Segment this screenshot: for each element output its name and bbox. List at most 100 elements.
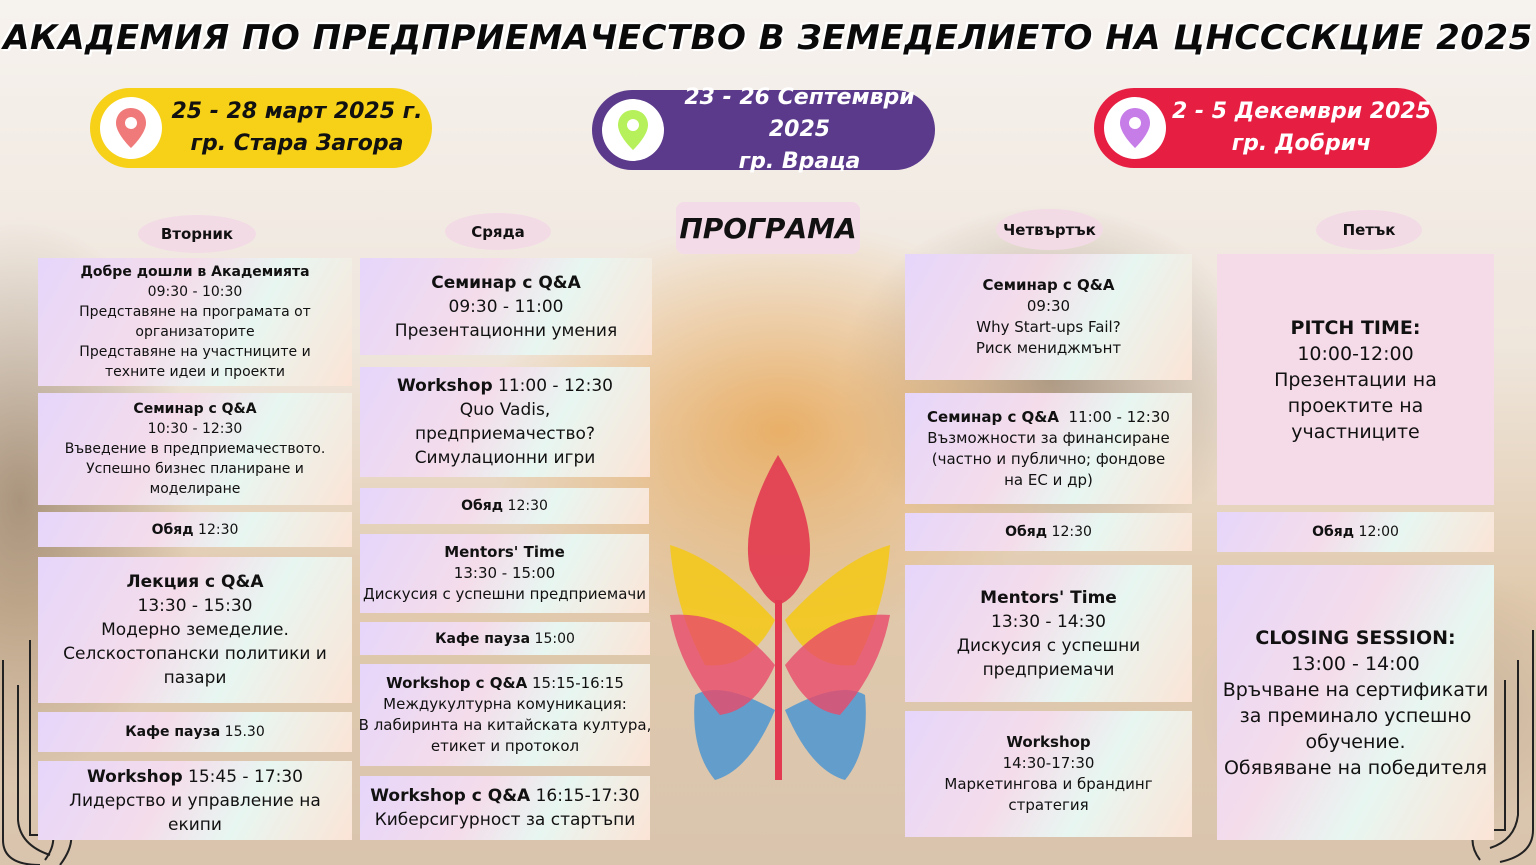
session-text: предприемачи bbox=[982, 659, 1115, 680]
session-title: Лекция с Q&A bbox=[126, 572, 264, 592]
session-text: Представяне на участниците и bbox=[79, 344, 311, 360]
session-line: Маркетингова и брандинг bbox=[944, 774, 1152, 795]
session-line: CLOSING SESSION: bbox=[1255, 625, 1455, 651]
session-text: обучение. bbox=[1305, 730, 1406, 753]
session-line: Модерно земеделие. bbox=[101, 618, 289, 642]
session-text: на ЕС и др) bbox=[1004, 470, 1093, 489]
session-text: 15:00 bbox=[530, 630, 575, 647]
session-text: екипи bbox=[168, 814, 222, 835]
session-line: проектите на bbox=[1288, 393, 1424, 419]
session-text: Quo Vadis, bbox=[459, 400, 551, 420]
session-line: Обяд 12:30 bbox=[152, 520, 239, 540]
session-text: Киберсигурност за стартъпи bbox=[374, 810, 636, 830]
session-line: Mentors' Time bbox=[444, 542, 565, 563]
session-title: Mentors' Time bbox=[980, 587, 1117, 608]
session-text: 09:30 - 10:30 bbox=[147, 284, 243, 300]
session-text: 12:30 bbox=[193, 521, 239, 538]
map-pin-icon bbox=[100, 97, 162, 159]
session-line: Селскостопански политики и bbox=[63, 642, 327, 666]
session-title: Кафе пауза bbox=[125, 724, 221, 740]
tulip-logo bbox=[670, 455, 890, 780]
session-line: 13:30 - 15:30 bbox=[138, 594, 253, 618]
session-title: Добре дошли в Академията bbox=[80, 264, 310, 280]
session-text: 14:30-17:30 bbox=[1002, 754, 1095, 772]
session-line: за преминало успешно bbox=[1240, 703, 1472, 729]
session-text: моделиране bbox=[149, 481, 241, 497]
session-text: техните идеи и проекти bbox=[105, 364, 285, 380]
session-card: Обяд 12:30 bbox=[38, 512, 352, 547]
session-text: пазари bbox=[163, 668, 227, 688]
session-title: PITCH TIME: bbox=[1290, 316, 1421, 339]
session-title: Семинар с Q&A bbox=[431, 272, 581, 293]
program-heading: ПРОГРАМА bbox=[676, 202, 860, 254]
location-city: гр. Враца bbox=[738, 149, 861, 174]
session-title: Workshop с Q&A bbox=[370, 786, 531, 806]
session-line: Семинар с Q&A bbox=[983, 275, 1115, 296]
session-text: 15:45 - 17:30 bbox=[182, 766, 303, 787]
session-line: Представяне на участниците и bbox=[79, 342, 310, 362]
session-line: Обяд 12:30 bbox=[461, 496, 548, 516]
session-text: 11:00 - 12:30 bbox=[1059, 407, 1170, 426]
session-line: 14:30-17:30 bbox=[1003, 753, 1095, 774]
session-text: Дискусия с успешни bbox=[956, 635, 1141, 656]
session-text: проектите на bbox=[1287, 394, 1424, 417]
session-text: 09:30 bbox=[1026, 297, 1071, 315]
session-text: Дискусия с успешни предприемачи bbox=[363, 585, 647, 603]
session-line: Дискусия с успешни bbox=[957, 634, 1140, 658]
session-line: Семинар с Q&A bbox=[133, 399, 256, 419]
session-line: 09:30 - 10:30 bbox=[148, 282, 243, 302]
session-line: Добре дошли в Академията bbox=[80, 262, 309, 282]
location-city: гр. Стара Загора bbox=[190, 131, 404, 156]
session-text: Симулационни игри bbox=[414, 448, 596, 468]
session-line: Презентационни умения bbox=[395, 319, 617, 343]
page-title: АКАДЕМИЯ ПО ПРЕДПРИЕМАЧЕСТВО В ЗЕМЕДЕЛИЕ… bbox=[3, 18, 1533, 58]
session-line: Киберсигурност за стартъпи bbox=[375, 808, 636, 832]
session-line: Workshop bbox=[1006, 732, 1090, 753]
session-title: Workshop bbox=[87, 766, 183, 787]
session-text: 13:30 - 15:00 bbox=[453, 564, 556, 582]
session-title: Обяд bbox=[151, 521, 194, 538]
map-pin-icon bbox=[1104, 97, 1166, 159]
session-title: CLOSING SESSION: bbox=[1255, 626, 1456, 649]
session-text: 09:30 - 11:00 bbox=[448, 296, 564, 317]
session-text: Презентационни умения bbox=[394, 320, 618, 341]
session-line: Възможности за финансиране bbox=[927, 428, 1169, 449]
session-title: Обяд bbox=[461, 498, 504, 514]
session-line: Въведение в предприемачеството. bbox=[65, 439, 326, 459]
session-text: 12:30 bbox=[503, 498, 548, 514]
session-text: Модерно земеделие. bbox=[101, 620, 289, 640]
session-text: Въведение в предприемачеството. bbox=[64, 441, 326, 457]
session-line: стратегия bbox=[1008, 795, 1088, 816]
session-text: 16:15-17:30 bbox=[530, 786, 640, 806]
session-text: Обявяване на победителя bbox=[1223, 756, 1488, 779]
session-line: Успешно бизнес планиране и bbox=[86, 459, 304, 479]
session-text: 12:30 bbox=[1047, 524, 1092, 540]
session-text: етикет и протокол bbox=[430, 737, 580, 755]
session-card: Обяд 12:30 bbox=[905, 513, 1192, 551]
session-line: етикет и протокол bbox=[431, 736, 579, 757]
day-label: Вторник bbox=[138, 215, 256, 253]
session-line: участниците bbox=[1291, 419, 1419, 445]
day-label: Сряда bbox=[445, 213, 551, 250]
session-text: Риск мениджмънт bbox=[975, 339, 1122, 357]
session-line: предприемачи bbox=[983, 658, 1115, 682]
session-title: Обяд bbox=[1312, 524, 1355, 540]
session-line: 13:30 - 14:30 bbox=[991, 610, 1106, 634]
session-line: на ЕС и др) bbox=[1004, 470, 1093, 491]
session-line: 13:00 - 14:00 bbox=[1291, 651, 1419, 677]
session-text: Маркетингова и брандинг bbox=[944, 775, 1153, 793]
session-line: Кафе пауза 15.30 bbox=[125, 722, 265, 742]
session-line: Mentors' Time bbox=[980, 586, 1117, 610]
